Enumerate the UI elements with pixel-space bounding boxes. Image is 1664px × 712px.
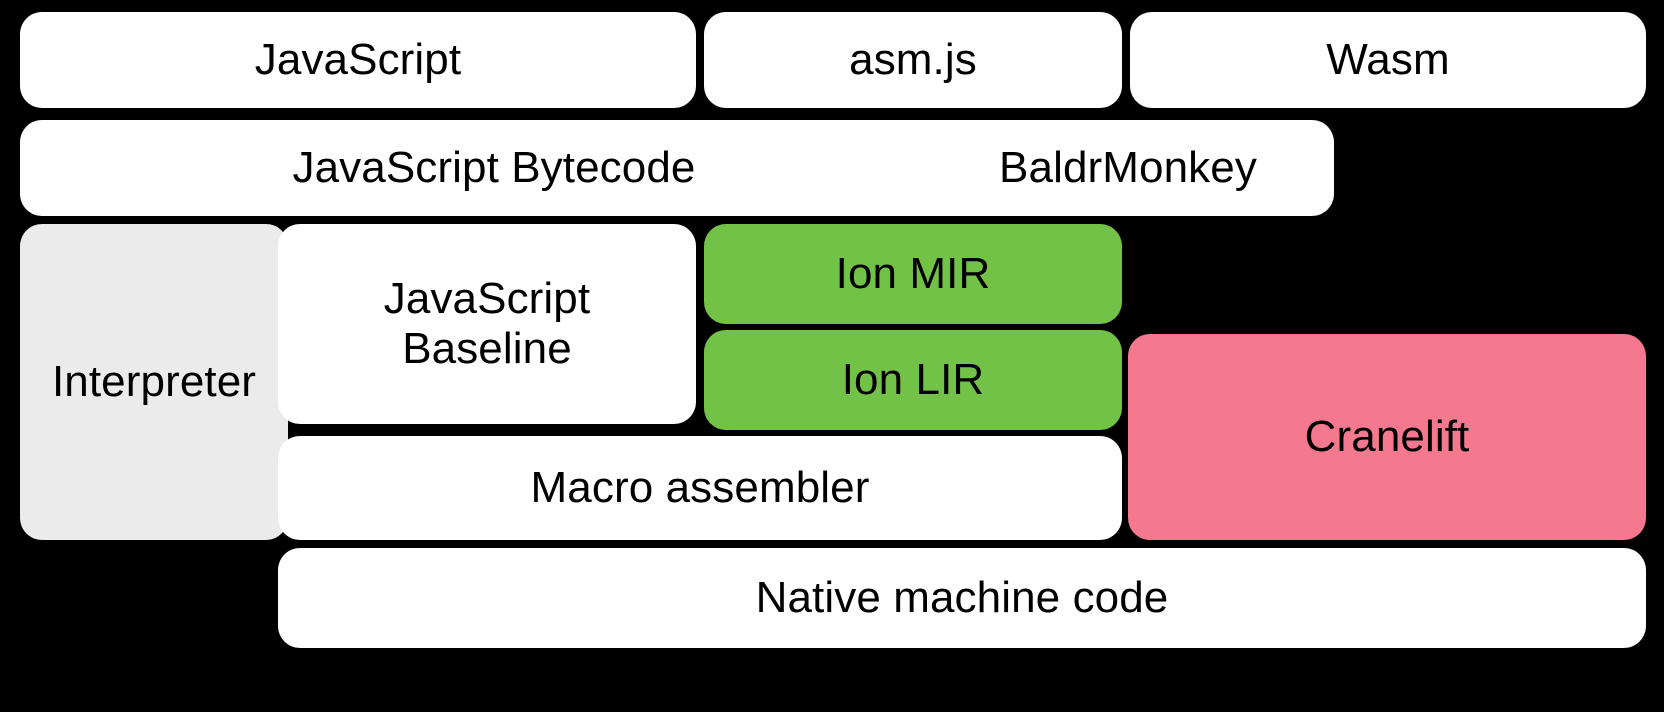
box-javascript-baseline-label: JavaScript Baseline bbox=[383, 273, 591, 373]
box-asmjs-label: asm.js bbox=[849, 34, 977, 84]
box-javascript-baseline[interactable]: JavaScript Baseline bbox=[278, 224, 696, 424]
box-native-machine-code-label: Native machine code bbox=[755, 572, 1169, 622]
box-javascript-bytecode[interactable]: JavaScript Bytecode bbox=[20, 120, 968, 216]
box-wasm-label: Wasm bbox=[1326, 34, 1450, 84]
box-cranelift[interactable]: Cranelift bbox=[1128, 334, 1646, 540]
box-ion-mir-label: Ion MIR bbox=[835, 248, 991, 298]
box-baldrmonkey[interactable]: BaldrMonkey bbox=[922, 120, 1334, 216]
box-wasm[interactable]: Wasm bbox=[1130, 12, 1646, 108]
box-macro-assembler-label: Macro assembler bbox=[530, 462, 870, 512]
box-cranelift-label: Cranelift bbox=[1304, 411, 1470, 461]
box-ion-lir-label: Ion LIR bbox=[841, 354, 985, 404]
box-baldrmonkey-label: BaldrMonkey bbox=[999, 142, 1257, 192]
box-macro-assembler[interactable]: Macro assembler bbox=[278, 436, 1122, 540]
box-interpreter[interactable]: Interpreter bbox=[20, 224, 288, 540]
box-javascript-label: JavaScript bbox=[254, 34, 462, 84]
box-ion-mir[interactable]: Ion MIR bbox=[704, 224, 1122, 324]
box-native-machine-code[interactable]: Native machine code bbox=[278, 548, 1646, 648]
box-javascript-bytecode-label: JavaScript Bytecode bbox=[292, 142, 696, 192]
box-asmjs[interactable]: asm.js bbox=[704, 12, 1122, 108]
box-javascript[interactable]: JavaScript bbox=[20, 12, 696, 108]
box-interpreter-label: Interpreter bbox=[51, 356, 257, 406]
box-ion-lir[interactable]: Ion LIR bbox=[704, 330, 1122, 430]
